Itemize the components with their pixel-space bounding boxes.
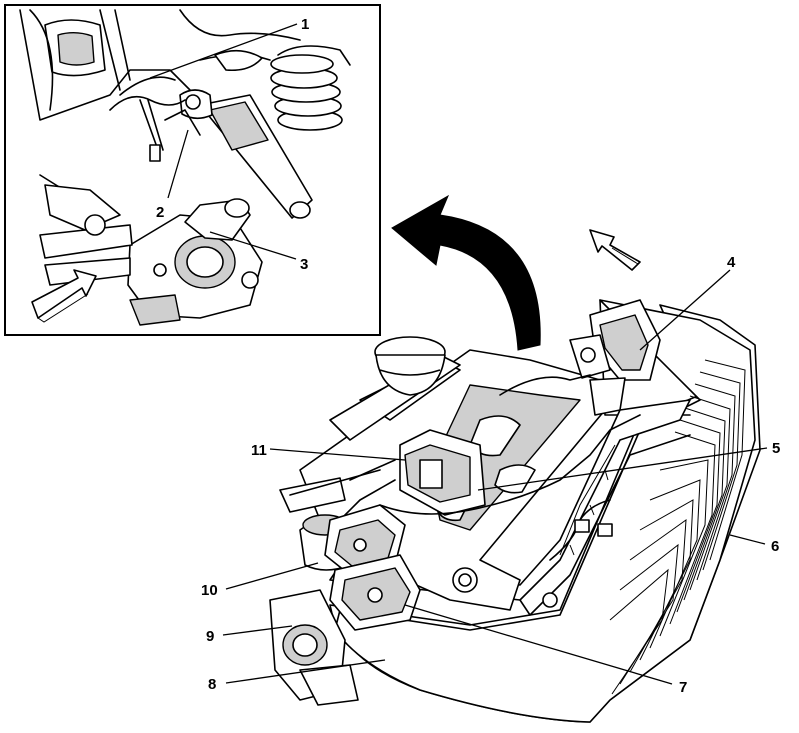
- callout-4: 4: [639, 254, 736, 351]
- fascia-ribs: [609, 359, 746, 695]
- callout-8: 8: [208, 659, 386, 693]
- svg-text:10: 10: [201, 582, 218, 599]
- callout-3: 3: [209, 231, 308, 273]
- main-front-arrow: [589, 229, 641, 271]
- svg-text:1: 1: [301, 16, 309, 33]
- callout-2: 2: [156, 129, 189, 221]
- inset-knuckle: [127, 198, 263, 326]
- inset-harness: [109, 76, 201, 162]
- callout-6: 6: [729, 534, 779, 555]
- svg-text:4: 4: [727, 254, 736, 271]
- callout-7: 7: [404, 604, 687, 696]
- inset-links: [39, 174, 133, 286]
- svg-text:9: 9: [206, 628, 214, 645]
- svg-text:7: 7: [679, 679, 687, 696]
- inset-air-shock: [179, 89, 313, 219]
- svg-text:8: 8: [208, 676, 216, 693]
- svg-text:11: 11: [251, 442, 267, 459]
- svg-text:3: 3: [300, 256, 308, 273]
- valve-block: [324, 504, 406, 576]
- svg-text:6: 6: [771, 538, 779, 555]
- svg-text:5: 5: [772, 440, 780, 457]
- rear-bumper-fascia: [329, 299, 761, 723]
- zoom-arrow: [391, 194, 541, 351]
- svg-text:2: 2: [156, 204, 164, 221]
- callout-5: 5: [477, 440, 780, 491]
- callout-1: 1: [149, 16, 309, 79]
- inset-front-arrow: [31, 269, 97, 323]
- bracket-plate: [329, 554, 421, 631]
- callout-9: 9: [206, 625, 293, 645]
- detail-inset: 1 2 3: [4, 4, 381, 336]
- inset-coil-spring: [270, 45, 351, 131]
- air-compressor-assembly: [339, 429, 486, 521]
- main-harness: [379, 374, 641, 561]
- main-left-suspension: [269, 336, 446, 706]
- callout-10: 10: [201, 562, 319, 599]
- callout-11: 11: [251, 442, 406, 461]
- inset-body-panel: [19, 9, 301, 121]
- height-sensor-bracket: [569, 299, 661, 416]
